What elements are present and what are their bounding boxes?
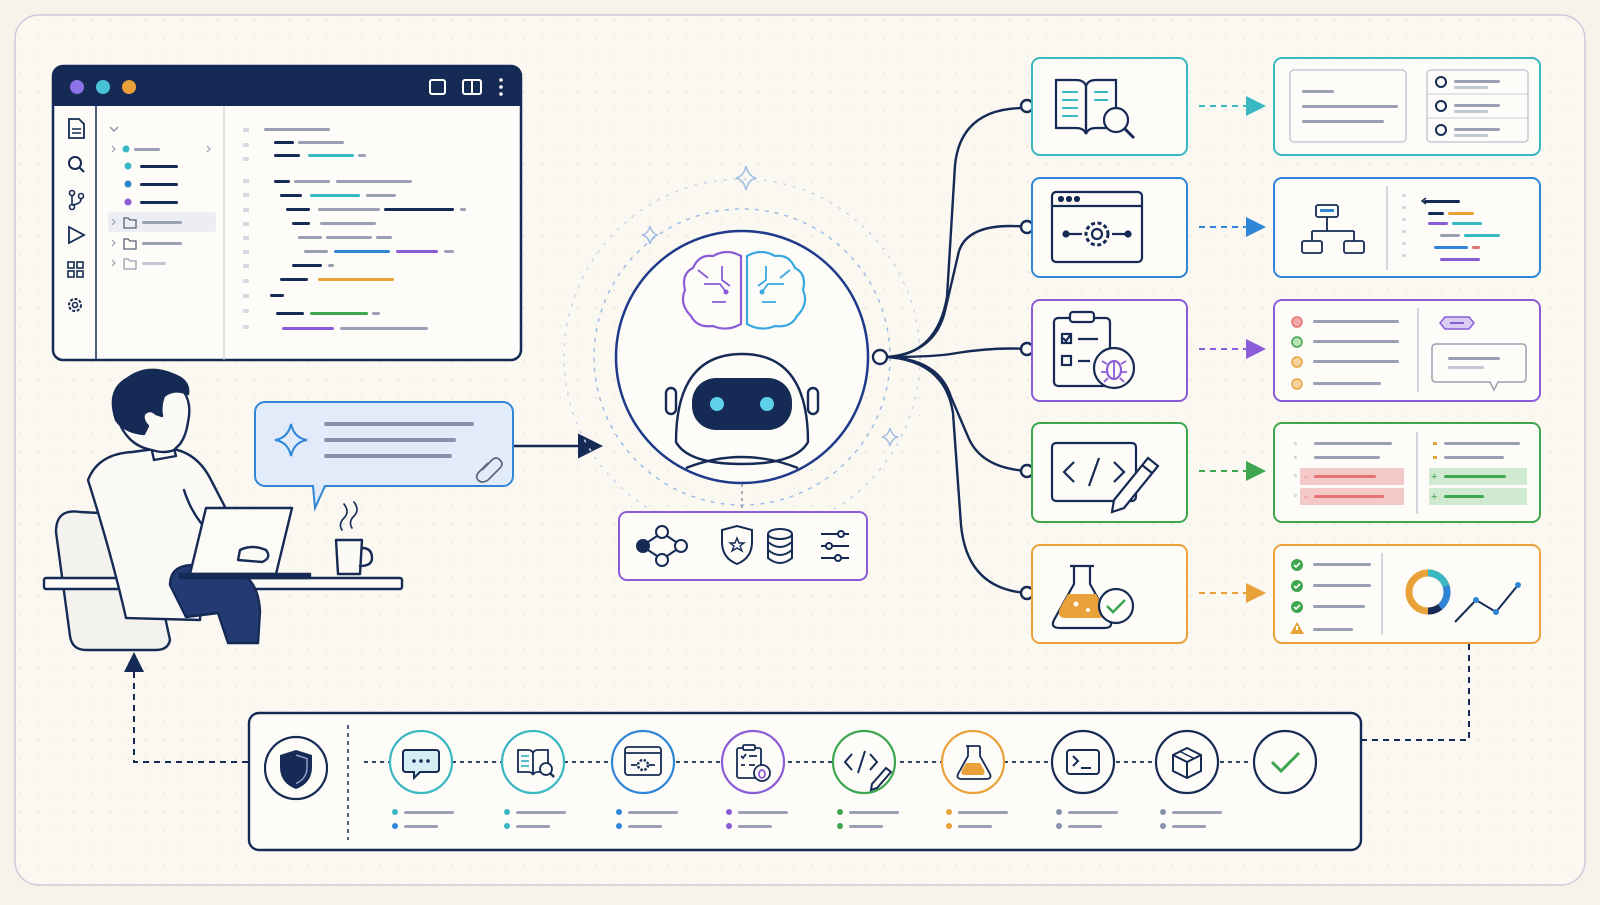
package-icon <box>1172 746 1202 780</box>
checkmark-icon <box>1270 751 1301 774</box>
code-edit-icon <box>843 750 893 792</box>
research-step[interactable] <box>1031 57 1188 156</box>
implement-step[interactable] <box>1031 422 1188 523</box>
donut-chart <box>1405 569 1451 615</box>
maximize-icon[interactable] <box>429 79 446 95</box>
architecture-code-panel[interactable] <box>1273 177 1541 278</box>
pipeline-step-test[interactable] <box>940 729 1008 829</box>
run-icon[interactable] <box>68 225 86 245</box>
code-editor-window[interactable] <box>51 64 523 362</box>
pipeline-step-package[interactable] <box>1154 729 1222 829</box>
file-tree <box>108 126 216 270</box>
branch-connectors <box>871 98 1035 601</box>
browser-gear-icon <box>1050 190 1144 264</box>
comment-bubble <box>1431 343 1527 392</box>
developer-illustration <box>42 368 404 652</box>
sparkle-icon <box>735 165 757 191</box>
sparkle-icon <box>641 225 659 245</box>
security-badge-icon[interactable] <box>721 524 753 566</box>
check-list <box>1290 559 1371 634</box>
pipeline-bar <box>124 644 1470 852</box>
terminal-icon <box>1066 749 1100 775</box>
agent-tools-bar <box>618 511 868 581</box>
laptop <box>188 506 294 576</box>
flask-check-icon <box>1051 564 1135 630</box>
prompt-bubble[interactable] <box>254 401 514 512</box>
sparkle-icon <box>881 427 899 447</box>
prompt-text-line <box>324 454 452 458</box>
checklist-bug-icon <box>736 744 771 782</box>
robot-icon <box>664 352 820 470</box>
sliders-icon[interactable] <box>821 530 849 562</box>
diff-plus-marker: + <box>1431 471 1437 483</box>
more-options-icon[interactable] <box>499 78 503 96</box>
extensions-icon[interactable] <box>67 261 84 278</box>
code-area[interactable] <box>243 128 466 330</box>
pipeline-step-research[interactable] <box>500 729 566 829</box>
flask-icon <box>956 745 992 780</box>
test-report-panel[interactable] <box>1273 544 1541 644</box>
diff-minus-marker: - <box>1304 491 1308 503</box>
return-connector <box>1361 644 1470 741</box>
search-icon[interactable] <box>68 156 85 173</box>
browser-gear-icon <box>624 746 662 776</box>
person-hair <box>111 368 190 436</box>
pipeline-step-design[interactable] <box>610 729 678 829</box>
paperclip-icon[interactable] <box>475 457 503 483</box>
plan-step[interactable] <box>1031 299 1188 402</box>
window-dot-purple[interactable] <box>70 80 84 94</box>
window-dot-teal[interactable] <box>96 80 110 94</box>
task-list-comment-panel[interactable] <box>1273 299 1541 402</box>
workflow-icon[interactable] <box>636 525 688 567</box>
branch-icon[interactable] <box>68 189 85 211</box>
settings-icon[interactable] <box>68 298 82 312</box>
pipeline-step-chat[interactable] <box>388 729 454 829</box>
design-step[interactable] <box>1031 177 1188 278</box>
database-icon[interactable] <box>767 528 793 564</box>
pipeline-step-terminal[interactable] <box>1050 729 1118 829</box>
checklist-bug-icon <box>1052 310 1136 390</box>
prompt-text-line <box>324 422 474 426</box>
book-search-icon <box>517 749 555 778</box>
diff-panel[interactable]: - - + + <box>1273 422 1541 523</box>
test-step[interactable] <box>1031 544 1188 644</box>
pipeline-step-plan[interactable] <box>720 729 788 829</box>
shield-icon[interactable] <box>263 735 329 801</box>
window-dot-orange[interactable] <box>122 80 136 94</box>
prompt-text-line <box>324 438 456 442</box>
document-list-panel[interactable] <box>1273 57 1541 156</box>
pipeline-step-done[interactable] <box>1252 729 1318 795</box>
editor-title-bar <box>53 66 521 106</box>
feedback-arrow <box>124 652 248 763</box>
code-edit-icon <box>1050 441 1160 514</box>
pipeline-step-implement[interactable] <box>831 729 899 829</box>
chat-icon <box>402 749 440 781</box>
trend-line-chart <box>1454 582 1521 623</box>
hierarchy-diagram-icon <box>1301 204 1365 254</box>
file-icon[interactable] <box>68 118 85 139</box>
diff-plus-marker: + <box>1431 491 1437 503</box>
diff-minus-marker: - <box>1304 471 1308 483</box>
split-view-icon[interactable] <box>462 79 482 95</box>
sparkle-icon <box>274 423 308 457</box>
brain-icon <box>681 250 807 330</box>
coffee-mug <box>334 501 374 576</box>
book-search-icon <box>1054 78 1136 140</box>
